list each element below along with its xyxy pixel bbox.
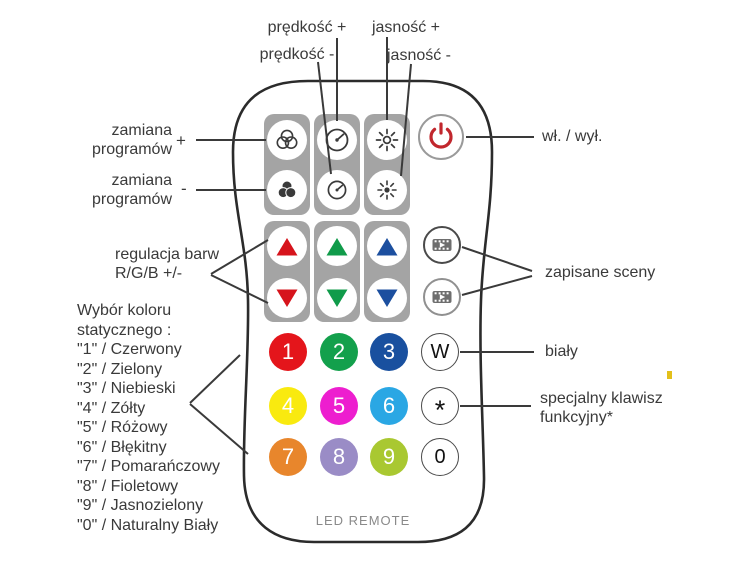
color-list-heading-line1: Wybór koloru: [77, 302, 172, 319]
callout-special-line2: funkcyjny*: [540, 408, 613, 426]
key-white: W: [421, 333, 459, 371]
triangle-up-icon: [276, 237, 298, 255]
key-5: 5: [320, 387, 358, 425]
callout-program-plus: zamiana programów: [92, 122, 172, 160]
key-3-label: 3: [382, 339, 396, 364]
speed-minus-button: [317, 170, 357, 210]
triangle-down-icon: [376, 289, 398, 307]
key-1-label: 1: [281, 339, 295, 364]
key-0: 0: [421, 438, 459, 476]
color-list-item: "6" / Błękitny: [77, 438, 167, 456]
program-plus-sign: +: [176, 131, 186, 150]
key-2: 2: [320, 333, 358, 371]
callout-white: biały: [545, 343, 578, 360]
callout-program-minus: zamiana programów: [92, 172, 172, 210]
key-6-label: 6: [382, 393, 396, 418]
key-8: 8: [320, 438, 358, 476]
speedometer-icon: [325, 128, 349, 152]
key-7: 7: [269, 438, 307, 476]
power-icon: [429, 122, 453, 149]
rgb-circles-filled-icon: [277, 180, 297, 199]
color-list-item: "3" / Niebieski: [77, 380, 176, 397]
scene-2-button: [423, 278, 461, 316]
key-white-label: W: [430, 340, 450, 363]
triangle-down-icon: [276, 289, 298, 307]
program-minus-sign: -: [181, 179, 187, 198]
key-1: 1: [269, 333, 307, 371]
callout-program-minus-line2: programów: [91, 190, 172, 208]
blue-down-button: [367, 278, 407, 318]
yellow-mark: [667, 371, 672, 379]
callout-speed-minus: prędkość -: [259, 46, 335, 63]
callout-program-plus-line1: zamiana: [111, 122, 172, 139]
key-5-label: 5: [332, 393, 346, 418]
color-list-item: "2" / Zielony: [77, 360, 163, 378]
color-list-item: "1" / Czerwony: [77, 341, 182, 358]
key-4-label: 4: [281, 393, 295, 418]
scene-1-button: [423, 226, 461, 264]
key-9-label: 9: [382, 444, 396, 469]
key-4: 4: [269, 387, 307, 425]
red-up-button: [267, 226, 307, 266]
callout-special-line1: specjalny klawisz: [540, 390, 663, 407]
brightness-minus-button: [367, 170, 407, 210]
red-down-button: [267, 278, 307, 318]
line-rgb-down: [210, 274, 269, 304]
remote-brand-text: LED REMOTE: [315, 513, 411, 528]
callout-scenes: zapisane sceny: [545, 264, 656, 281]
program-minus-button: [267, 170, 307, 210]
triangle-up-icon: [326, 237, 348, 255]
power-button: [418, 114, 464, 160]
callout-rgb-line2: R/G/B +/-: [115, 264, 183, 282]
callout-speed-plus: prędkość +: [267, 19, 347, 36]
film-play-icon: [432, 291, 452, 303]
film-play-icon: [432, 239, 452, 251]
color-list-item: "9" / Jasnozielony: [77, 497, 204, 514]
callout-rgb-adjust: regulacja barw R/G/B +/-: [115, 246, 219, 284]
speedometer-icon: [327, 180, 347, 200]
color-list-item: "4" / Zółty: [77, 399, 146, 417]
key-7-label: 7: [281, 444, 295, 469]
color-list-item: "0" / Naturalny Biały: [77, 516, 219, 534]
program-plus-button: [267, 120, 307, 160]
key-special-label: *: [434, 394, 446, 425]
key-8-label: 8: [332, 444, 346, 469]
callout-program-minus-line1: zamiana: [111, 172, 172, 189]
callout-power: wł. / wył.: [542, 128, 603, 145]
line-rgb-up: [210, 239, 269, 275]
callout-brightness-minus: jasność -: [386, 47, 452, 64]
key-9: 9: [370, 438, 408, 476]
green-down-button: [317, 278, 357, 318]
callout-rgb-line1: regulacja barw: [115, 246, 220, 263]
color-list-item: "5" / Różowy: [77, 419, 168, 436]
rgb-circles-outline-icon: [276, 129, 298, 149]
blue-up-button: [367, 226, 407, 266]
brightness-plus-button: [367, 120, 407, 160]
key-2-label: 2: [332, 339, 346, 364]
sun-icon: [377, 180, 397, 200]
key-6: 6: [370, 387, 408, 425]
callout-special-key: specjalny klawisz funkcyjny*: [540, 390, 663, 428]
triangle-down-icon: [326, 289, 348, 307]
color-list-item: "7" / Pomarańczowy: [77, 458, 220, 475]
sun-icon: [375, 128, 399, 152]
speed-plus-button: [317, 120, 357, 160]
triangle-up-icon: [376, 237, 398, 255]
key-special: *: [421, 387, 459, 425]
line-scene-2: [461, 275, 533, 296]
key-3: 3: [370, 333, 408, 371]
key-0-label: 0: [434, 445, 446, 468]
callout-program-plus-line2: programów: [91, 140, 172, 158]
line-scene-1: [461, 246, 533, 272]
callout-brightness-plus: jasność +: [371, 19, 441, 36]
color-list-item: "8" / Fioletowy: [77, 477, 179, 495]
color-list-heading-line2: statycznego :: [77, 321, 172, 339]
green-up-button: [317, 226, 357, 266]
static-color-list: Wybór koloru statycznego : "1" / Czerwon…: [77, 301, 220, 535]
